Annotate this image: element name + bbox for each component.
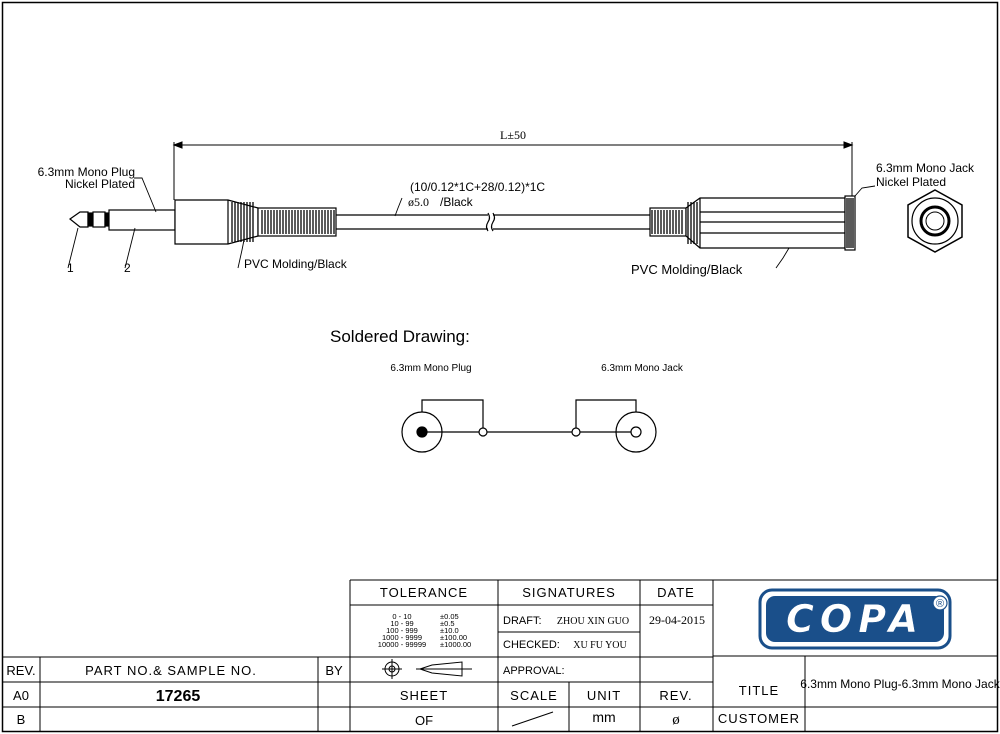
tolerance-value: ±0.5 xyxy=(440,619,455,628)
projection-symbol xyxy=(382,659,472,679)
plug-molding-label: PVC Molding/Black xyxy=(244,257,348,271)
cable-diameter-label: ø5.0 xyxy=(408,195,429,209)
scale-label: SCALE xyxy=(510,688,558,703)
plug-pin-1-label: 1 xyxy=(67,261,74,275)
draft-name: ZHOU XIN GUO xyxy=(557,616,629,627)
jack-end-view xyxy=(907,189,963,253)
title-block xyxy=(2,579,998,731)
plug-molding xyxy=(174,199,337,245)
soldered-jack-label: 6.3mm Mono Jack xyxy=(601,363,684,374)
rev-row-1-part: 17265 xyxy=(156,688,201,705)
jack-molding-label: PVC Molding/Black xyxy=(631,262,743,277)
tolerance-range: 1000 - 9999 xyxy=(382,633,422,642)
tolerance-range: 10000 - 99999 xyxy=(378,640,426,649)
tolerance-header: TOLERANCE xyxy=(380,585,468,600)
rev-row-1-rev: A0 xyxy=(13,688,29,703)
leader-lines xyxy=(67,177,876,269)
plug-pin-2-label: 2 xyxy=(124,261,131,275)
date-value: 29-04-2015 xyxy=(649,613,705,627)
unit-label: UNIT xyxy=(587,688,621,703)
tolerance-value: ±0.05 xyxy=(440,612,459,621)
length-label: L±50 xyxy=(500,128,526,142)
soldered-heading: Soldered Drawing: xyxy=(330,327,470,346)
tolerance-table: 0 - 10 ±0.05 10 - 99 ±0.5 100 - 999 ±10.0 1000… xyxy=(378,612,471,649)
checked-name: XU FU YOU xyxy=(573,640,627,651)
rev-value: ø xyxy=(672,712,680,728)
rev-row-2-rev: B xyxy=(17,712,26,727)
signatures-header: SIGNATURES xyxy=(522,585,616,600)
registered-mark: ® xyxy=(936,598,944,610)
title-label: TITLE xyxy=(739,683,779,698)
plug-body xyxy=(68,209,176,231)
soldered-drawing: Soldered Drawing: 6.3mm Mono Plug 6.3mm … xyxy=(330,327,684,453)
unit-value: mm xyxy=(592,709,615,725)
rev-label: REV. xyxy=(659,688,692,703)
length-dimension xyxy=(172,141,854,200)
wiring-schematic xyxy=(401,399,657,453)
title-value: 6.3mm Mono Plug-6.3mm Mono Jack xyxy=(800,677,1000,691)
tolerance-value: ±100.00 xyxy=(440,633,467,642)
plug-strain-relief-ribs xyxy=(231,202,335,242)
checked-label: CHECKED: xyxy=(503,639,560,651)
tolerance-range: 0 - 10 xyxy=(392,612,411,621)
jack-name-label: 6.3mm Mono Jack xyxy=(876,161,975,175)
soldered-plug-label: 6.3mm Mono Plug xyxy=(390,363,471,374)
approval-label: APPROVAL: xyxy=(503,665,565,677)
tolerance-value: ±1000.00 xyxy=(440,640,471,649)
cable xyxy=(336,212,650,232)
jack-finish-label: Nickel Plated xyxy=(876,175,946,189)
jack-molding xyxy=(649,195,856,251)
jack-strain-relief-ribs xyxy=(651,198,854,248)
cable-assembly: L±50 xyxy=(38,128,975,277)
tolerance-range: 100 - 999 xyxy=(386,626,418,635)
of-label: OF xyxy=(415,713,433,728)
cable-color-label: /Black xyxy=(440,195,474,209)
plug-finish-label: Nickel Plated xyxy=(65,177,135,191)
part-no-header: PART NO.& SAMPLE NO. xyxy=(85,663,257,678)
customer-label: CUSTOMER xyxy=(718,711,800,726)
plug-name-label: 6.3mm Mono Plug xyxy=(38,165,135,179)
date-header: DATE xyxy=(657,585,695,600)
tolerance-value: ±10.0 xyxy=(440,626,459,635)
draft-label: DRAFT: xyxy=(503,615,542,627)
sheet-label: SHEET xyxy=(400,688,448,703)
scale-slash xyxy=(511,711,554,727)
cable-spec-label: (10/0.12*1C+28/0.12)*1C xyxy=(410,180,545,194)
tolerance-range: 10 - 99 xyxy=(390,619,413,628)
by-header: BY xyxy=(325,663,343,678)
copa-logo: COPA ® xyxy=(758,588,952,650)
logo-text: COPA xyxy=(786,597,924,641)
rev-header: REV. xyxy=(6,663,35,678)
